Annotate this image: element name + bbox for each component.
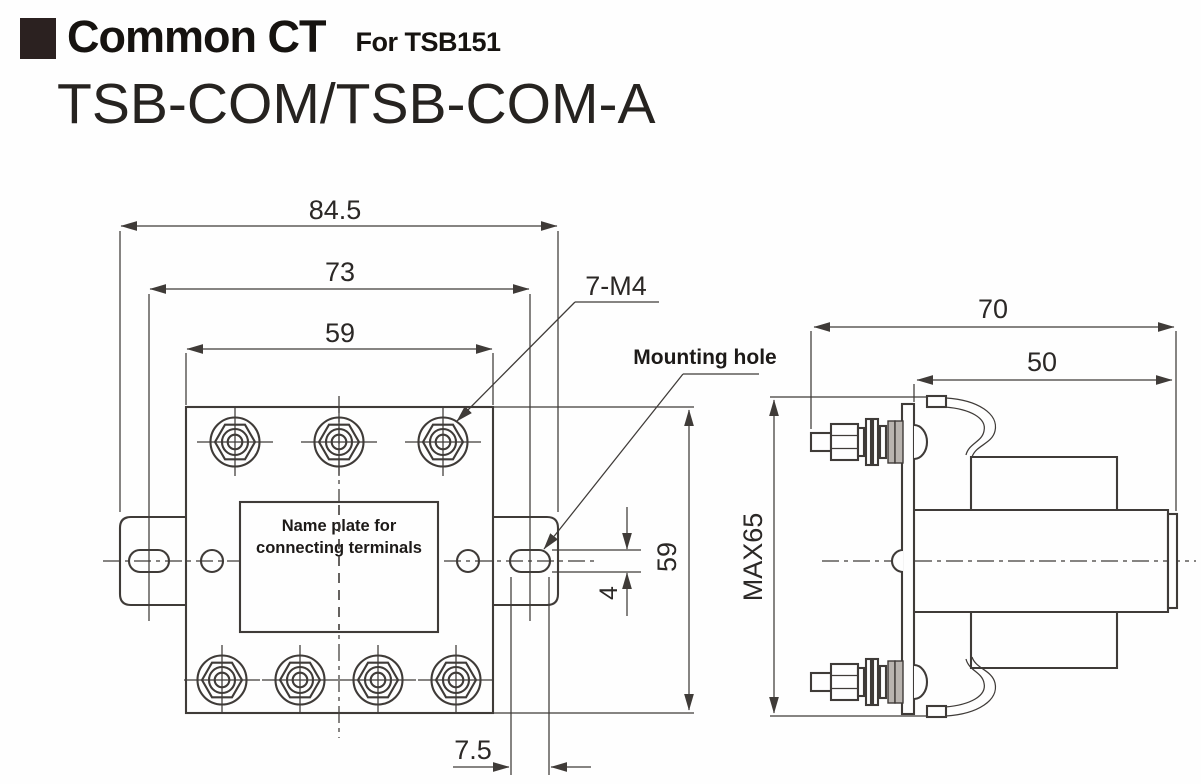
section-title: Common CT [67,11,326,62]
callout-screw-thread: 7-M4 [456,271,659,422]
bracket-bottom-tab [925,704,948,719]
core-bar-end-cap [1166,512,1179,610]
terminal-screw-bottom-4 [416,643,496,716]
dimension-value: 84.5 [309,195,362,225]
bracket-top-curve-inner [944,406,985,456]
front-view-drawing: Name plate for connecting terminals [103,396,694,738]
bracket-top-tab [925,394,948,409]
dim-body-height: 59 [652,409,694,711]
callout-text: 7-M4 [585,271,647,301]
dimension-value: 73 [325,257,355,287]
dimension-value: MAX65 [738,513,768,602]
bracket-top-curve-outer [945,397,997,458]
left-mounting-tab [118,515,186,607]
terminal-screw-top-1 [195,405,275,478]
callout-mounting-hole: Mounting hole [543,346,777,550]
dim-mounting-pitch: 73 [148,257,531,621]
product-reference: For TSB151 [355,27,501,57]
dim-body-width: 59 [185,318,494,405]
mounting-plate [900,402,916,716]
dimension-value: 70 [978,294,1008,324]
model-number: TSB-COM/TSB-COM-A [57,72,656,136]
leader-line [543,373,684,550]
dimension-value: 4 [595,586,623,600]
dimension-value: 59 [325,318,355,348]
right-pilot-hole [455,548,481,574]
leader-line [456,301,576,422]
section-bullet-square [20,18,56,59]
dim-body-depth: 50 [913,347,1173,402]
dimension-value: 50 [1027,347,1057,377]
bracket-bottom-curve-inner [944,658,985,708]
dimension-value: 59 [652,542,682,572]
terminal-screw-top-2 [299,405,379,478]
upper-body-block [969,455,1119,510]
dimension-value: 7.5 [454,735,492,765]
callout-text: Mounting hole [633,346,776,369]
side-view-drawing [809,394,1196,719]
screw-head-bump-bottom [913,663,929,701]
terminal-screw-bottom-1 [182,643,262,716]
lower-body-block [969,612,1119,670]
dim-slot-height: 4 [552,507,641,616]
center-hole-boss [891,548,904,574]
terminal-screw-bottom-2 [260,643,340,716]
dim-slot-width: 7.5 [453,577,591,775]
right-mounting-tab [493,515,560,607]
side-view-dimensions: 70 50 MAX65 [738,294,1177,717]
terminal-bolt-bottom [809,657,905,707]
screw-head-bump-top [913,423,929,461]
dim-max-height: MAX65 [738,396,927,717]
dim-overall-depth: 70 [810,294,1177,511]
left-pilot-hole [199,548,225,574]
terminal-bolt-top [809,417,905,467]
terminal-screw-top-3 [403,405,483,478]
front-view-dimensions: 84.5 73 59 59 [119,195,777,775]
dim-overall-width: 84.5 [119,195,559,512]
bracket-bottom-curve-outer [945,656,997,717]
terminal-screw-bottom-3 [338,643,418,716]
